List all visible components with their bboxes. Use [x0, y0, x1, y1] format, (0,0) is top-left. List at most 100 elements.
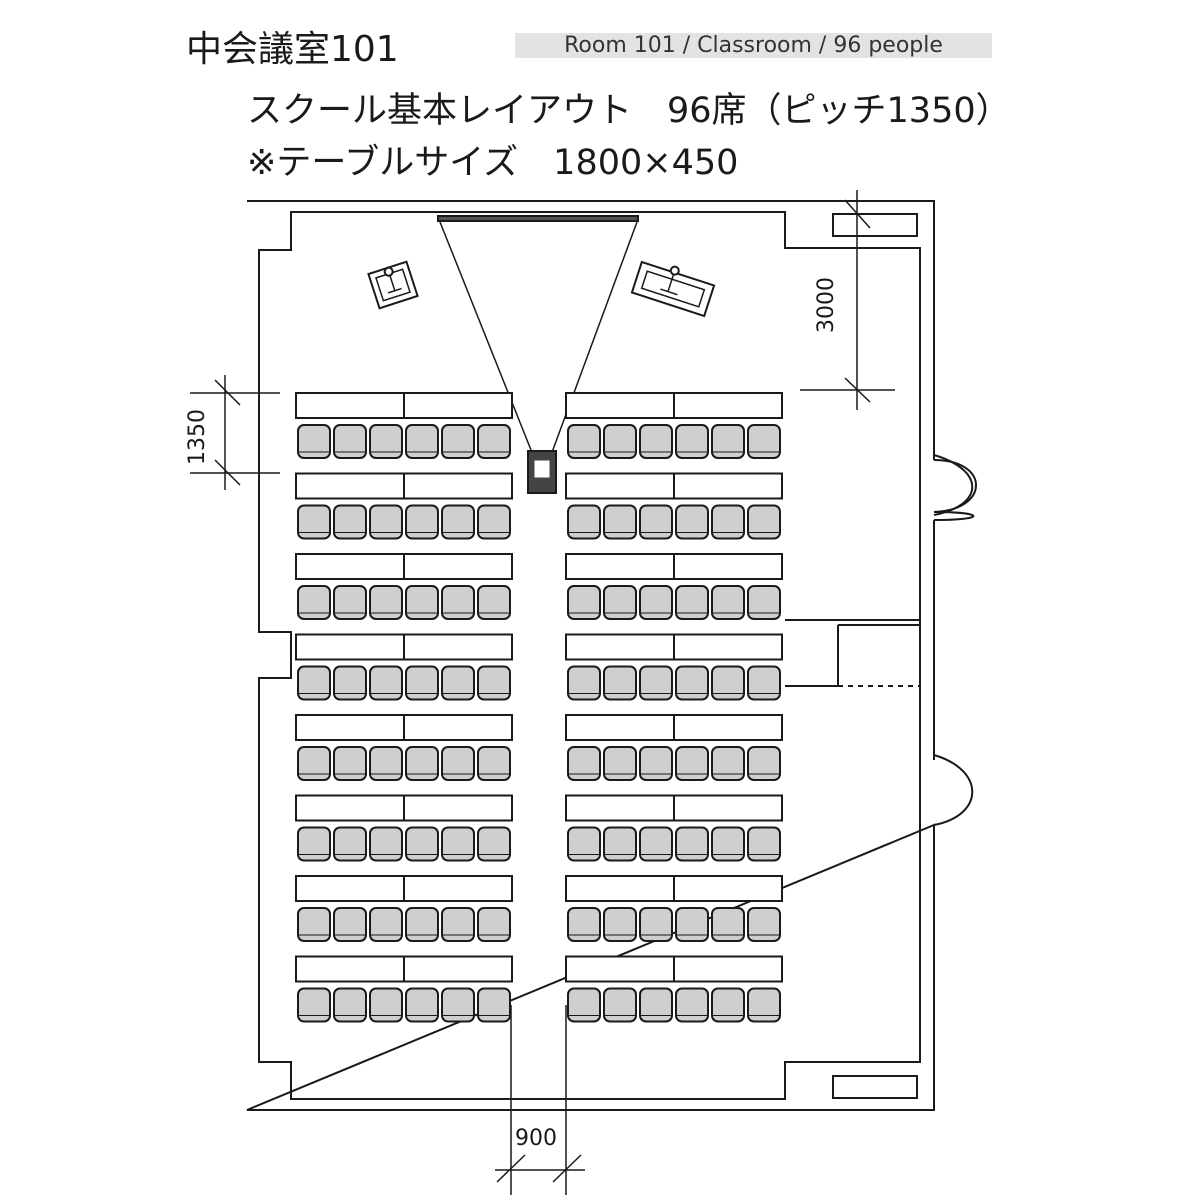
- chair: [405, 665, 439, 701]
- chair: [333, 826, 367, 862]
- chair: [369, 585, 403, 620]
- chair: [369, 987, 403, 1023]
- chair: [333, 585, 367, 620]
- chair: [405, 826, 439, 862]
- table: [403, 714, 513, 741]
- table: [565, 794, 675, 822]
- table: [403, 633, 513, 661]
- projection-cone: [439, 221, 638, 456]
- table: [295, 875, 405, 902]
- dim-front: [800, 190, 895, 410]
- chair: [441, 424, 475, 459]
- room-subtitle: Room 101 / Classroom / 96 people: [515, 33, 992, 58]
- table: [295, 714, 405, 741]
- chair: [567, 746, 601, 781]
- chair: [603, 746, 637, 781]
- chair: [675, 504, 709, 540]
- chair: [675, 987, 709, 1023]
- chair: [405, 746, 439, 781]
- chair: [369, 907, 403, 942]
- chair: [603, 585, 637, 620]
- chair: [567, 504, 601, 540]
- chair: [711, 746, 745, 781]
- chair: [441, 987, 475, 1023]
- chair: [675, 746, 709, 781]
- chair: [477, 665, 511, 701]
- table-size-note: ※テーブルサイズ 1800×450: [247, 143, 739, 183]
- door-lower: [933, 754, 974, 826]
- table: [565, 875, 675, 902]
- chair: [711, 907, 745, 942]
- chair: [639, 987, 673, 1023]
- dim-aisle: [495, 1005, 585, 1195]
- chair: [567, 987, 601, 1023]
- chair: [747, 665, 781, 701]
- chair: [333, 907, 367, 942]
- chair: [333, 746, 367, 781]
- chair: [477, 424, 511, 459]
- chair: [639, 504, 673, 540]
- side-alcove: [785, 619, 920, 687]
- table: [403, 794, 513, 822]
- podium-left: [367, 260, 419, 310]
- chair: [441, 585, 475, 620]
- chair: [441, 826, 475, 862]
- table: [565, 472, 675, 500]
- table: [565, 955, 675, 983]
- chair: [333, 987, 367, 1023]
- chair: [297, 987, 331, 1023]
- chair: [639, 665, 673, 701]
- podium-right: [630, 260, 716, 318]
- chair: [567, 585, 601, 620]
- chair: [747, 746, 781, 781]
- chair: [441, 665, 475, 701]
- table: [673, 714, 783, 741]
- dim-row-pitch-label: 1350: [185, 409, 210, 465]
- chair: [567, 665, 601, 701]
- chair: [603, 907, 637, 942]
- door-upper: [933, 459, 977, 521]
- table: [403, 875, 513, 902]
- layout-title: スクール基本レイアウト 96席（ピッチ1350）: [247, 91, 1011, 131]
- chair: [369, 746, 403, 781]
- table: [295, 633, 405, 661]
- chair: [675, 424, 709, 459]
- table: [295, 392, 405, 419]
- chair: [297, 746, 331, 781]
- chair: [747, 424, 781, 459]
- room-name: 中会議室101: [186, 29, 399, 70]
- chair: [297, 907, 331, 942]
- chair: [747, 826, 781, 862]
- chair: [369, 665, 403, 701]
- chair: [639, 746, 673, 781]
- chair: [405, 424, 439, 459]
- chair: [369, 424, 403, 459]
- chair: [711, 826, 745, 862]
- chair: [603, 424, 637, 459]
- chair: [369, 826, 403, 862]
- chair: [297, 826, 331, 862]
- chair: [477, 504, 511, 540]
- table: [295, 472, 405, 500]
- chair: [639, 907, 673, 942]
- chair: [711, 585, 745, 620]
- screen: [437, 215, 639, 222]
- chair: [603, 826, 637, 862]
- chair: [603, 504, 637, 540]
- table: [295, 794, 405, 822]
- table: [295, 955, 405, 983]
- chair: [477, 746, 511, 781]
- chair: [477, 585, 511, 620]
- wall-cabinet-top: [832, 213, 918, 237]
- chair: [477, 907, 511, 942]
- chair: [747, 907, 781, 942]
- chair: [603, 665, 637, 701]
- chair: [333, 504, 367, 540]
- chair: [405, 987, 439, 1023]
- table: [565, 553, 675, 580]
- table: [673, 875, 783, 902]
- chair: [297, 665, 331, 701]
- dim-row-pitch: [190, 375, 280, 490]
- chair: [567, 826, 601, 862]
- chair: [441, 504, 475, 540]
